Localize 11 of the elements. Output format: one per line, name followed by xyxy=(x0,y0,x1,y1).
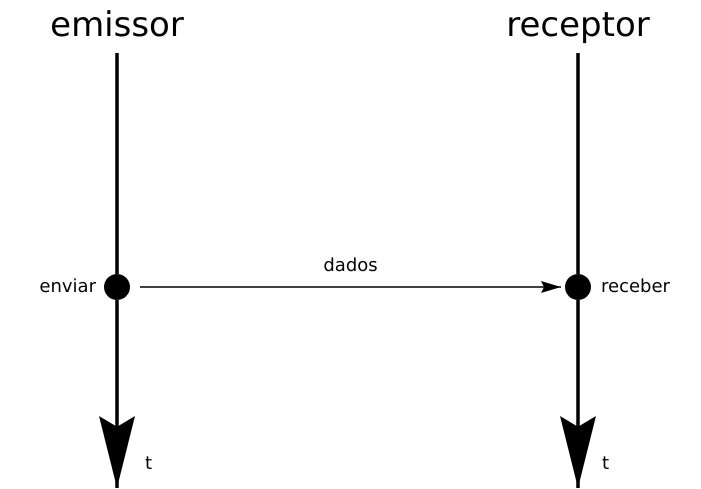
message-arrow xyxy=(140,281,561,293)
time-axis-label: t xyxy=(145,453,152,475)
event-label: receber xyxy=(601,276,670,298)
event-dot xyxy=(565,274,591,300)
time-axis-label: t xyxy=(602,453,610,475)
event-dot xyxy=(104,274,130,300)
lifeline-title: receptor xyxy=(506,5,650,45)
lifeline-arrow xyxy=(560,300,596,488)
lifeline-title: emissor xyxy=(50,5,184,45)
lifeline-arrow xyxy=(99,300,135,488)
event-label: enviar xyxy=(39,276,96,298)
